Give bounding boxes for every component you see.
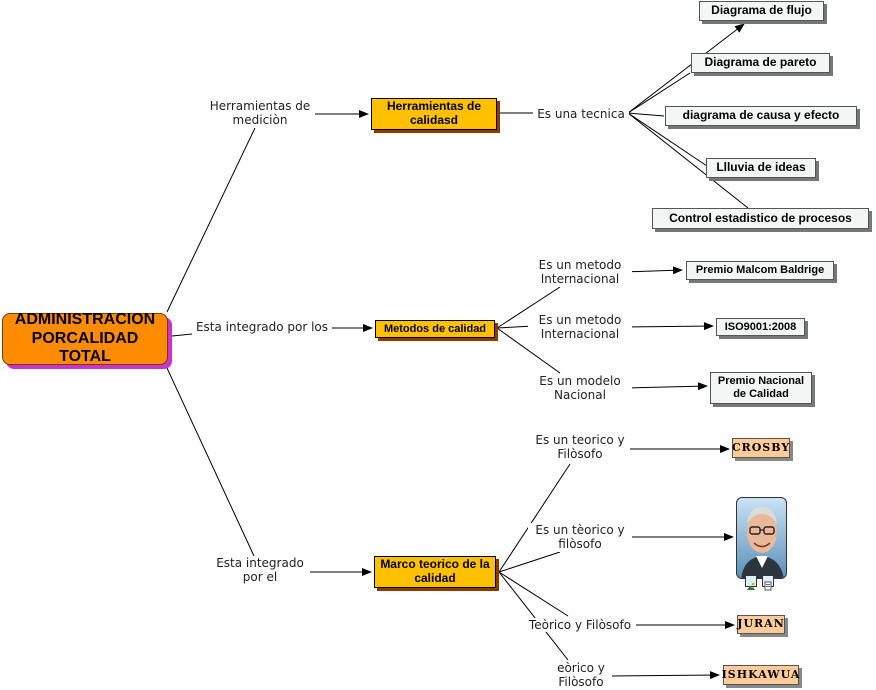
concept-premio-malcom[interactable]: Premio Malcom Baldrige <box>686 261 834 280</box>
link-label-teorico-filosofo-1: Es un teorico y Filòsofo <box>530 433 630 462</box>
concept-diagrama-causa-efecto[interactable]: diagrama de causa y efecto <box>665 106 857 126</box>
link-label-teorico-filosofo-2: Es un tèorico y filòsofo <box>528 523 632 552</box>
link-label-es-una-tecnica: Es una tecnica <box>533 107 629 122</box>
image-icon[interactable] <box>745 575 757 590</box>
concept-metodos-calidad[interactable]: Metodos de calidad <box>375 320 495 338</box>
link-label-teorico-filosofo-3: Teòrico y Filòsofo <box>524 618 636 633</box>
link-label-herramientas-medicion: Herramientas de mediciòn <box>205 99 315 128</box>
document-icon[interactable] <box>762 575 774 591</box>
concept-control-estadistico[interactable]: Control estadistico de procesos <box>652 208 869 229</box>
link-label-modelo-nacional: Es un modelo Nacional <box>528 374 632 403</box>
link-label-metodo-internacional-1: Es un metodo Internacional <box>528 258 632 287</box>
concept-crosby[interactable]: CROSBY <box>732 438 790 458</box>
concept-iso[interactable]: ISO9001:2008 <box>716 318 805 336</box>
link-label-metodo-internacional-2: Es un metodo Internacional <box>528 313 632 342</box>
concept-diagrama-flujo[interactable]: Diagrama de flujo <box>699 1 824 21</box>
link-label-integrado-por-el: Esta integrado por el <box>210 556 310 585</box>
person-portrait-icon <box>741 507 784 578</box>
concept-premio-nacional[interactable]: Premio Nacional de Calidad <box>710 372 812 404</box>
link-label-teorico-filosofo-4: eòrico y Filòsofo <box>550 661 612 690</box>
root-concept[interactable]: ADMINISTRACION PORCALIDAD TOTAL <box>2 311 168 365</box>
concept-marco-teorico[interactable]: Marco teorico de la calidad <box>374 556 496 588</box>
concept-herramientas-calidad[interactable]: Herramientas de calidasd <box>371 98 497 130</box>
portrait-image[interactable] <box>736 497 787 579</box>
concept-diagrama-pareto[interactable]: Diagrama de pareto <box>691 53 830 73</box>
concept-lluvia-ideas[interactable]: Llluvia de ideas <box>706 158 816 178</box>
concept-ishikawa[interactable]: ISHKAWUA <box>722 665 799 685</box>
concept-juran[interactable]: JURAN <box>737 615 785 634</box>
link-label-integrado-por-los: Esta integrado por los <box>192 320 332 335</box>
